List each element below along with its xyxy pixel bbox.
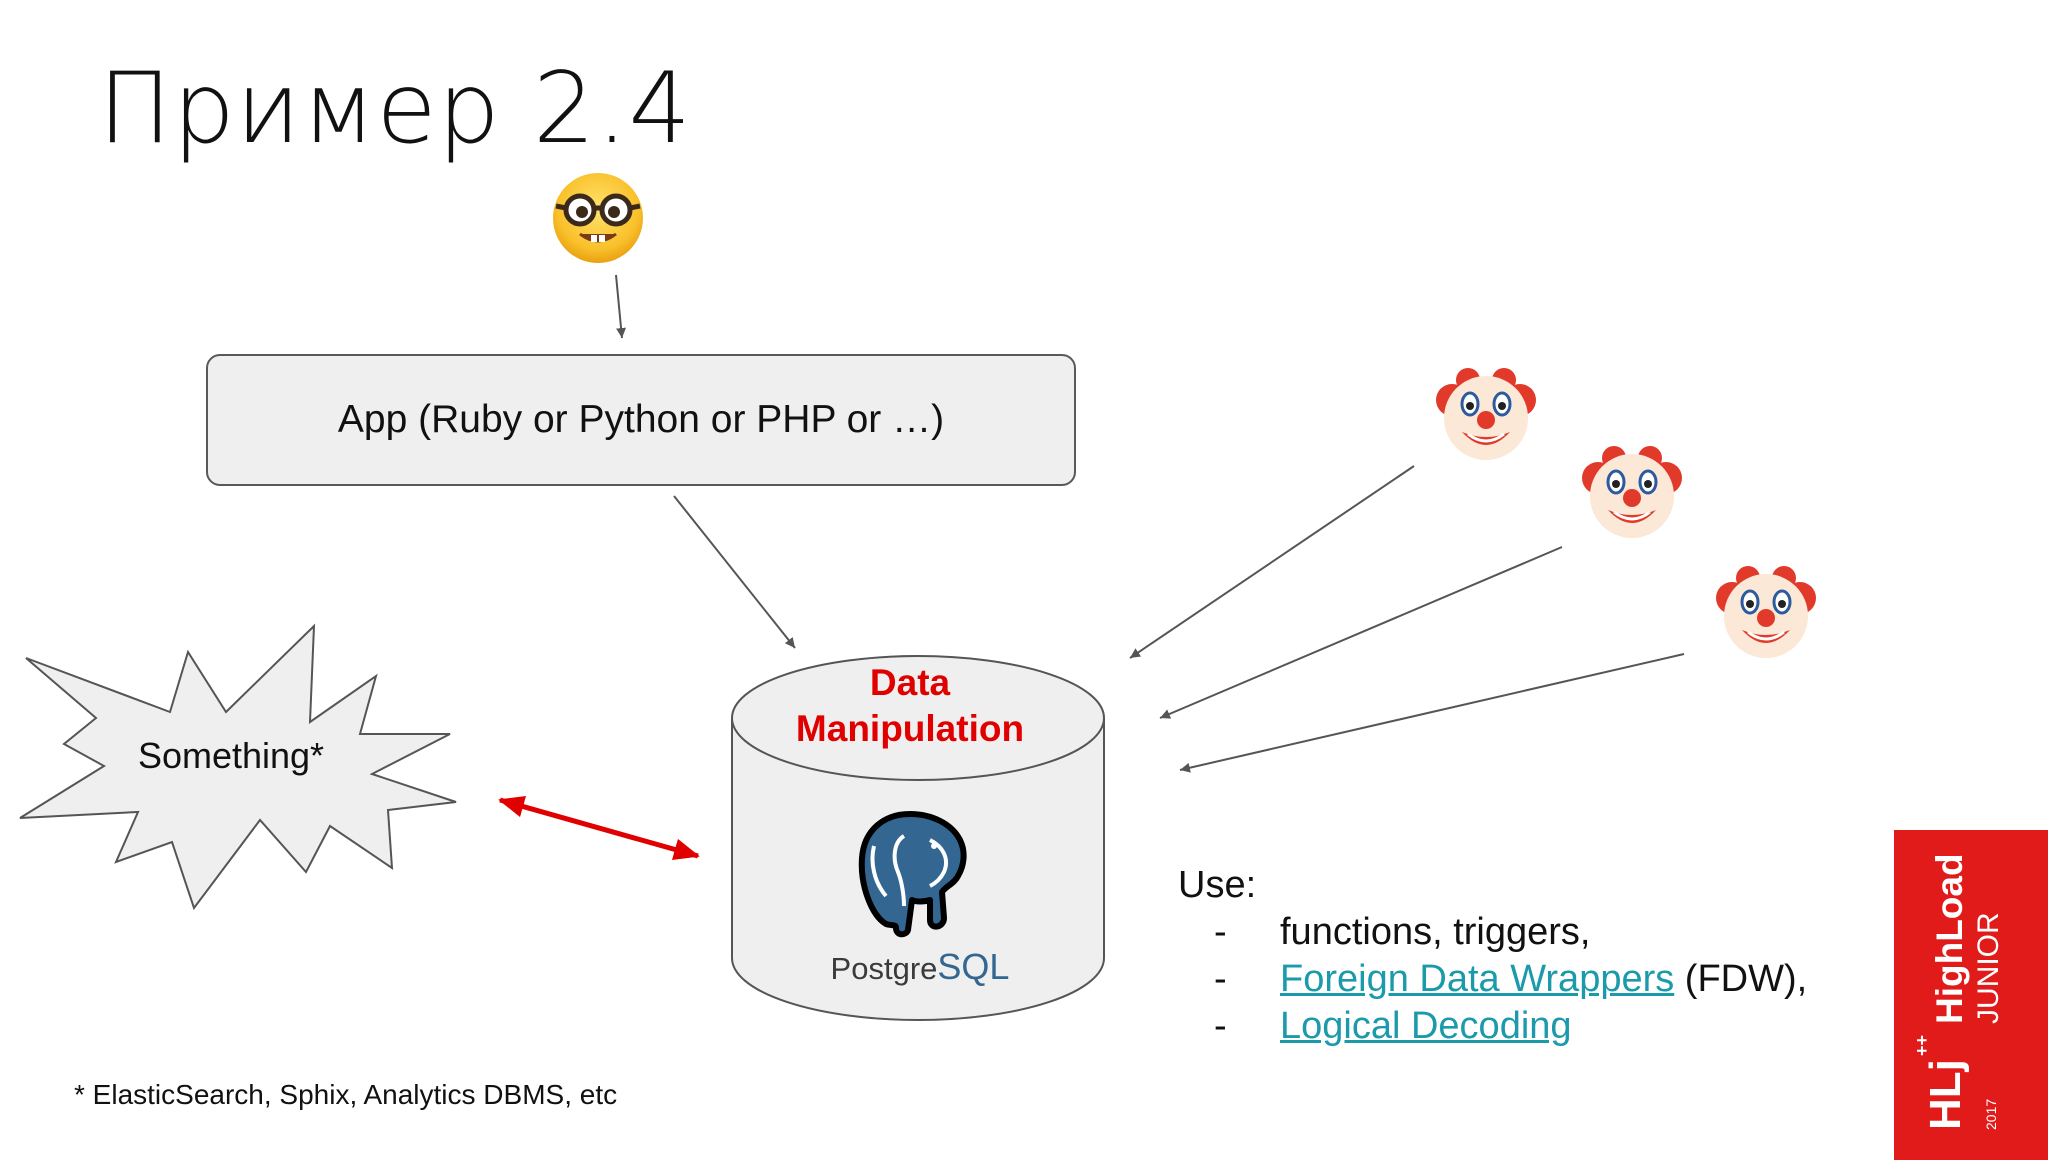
slide-title: Пример 2.4 — [98, 52, 692, 166]
footnote: * ElasticSearch, Sphix, Analytics DBMS, … — [74, 1079, 618, 1110]
user-3 — [1714, 560, 1818, 669]
elephant-icon — [858, 811, 967, 938]
badge-plus: ++ — [1912, 1035, 1932, 1056]
arrow-something-db-bidirectional — [498, 795, 700, 861]
badge-brand: HighLoad — [1929, 853, 1970, 1024]
badge-sub: JUNIOR — [1972, 912, 2005, 1024]
postgres-wordmark: PostgreSQL — [820, 946, 1020, 988]
user-2 — [1580, 440, 1684, 549]
postgres-wordmark-prefix: Postgre — [830, 951, 938, 986]
app-box-label: App (Ruby or Python or PHP or …) — [337, 398, 945, 441]
highload-junior-badge: HLj HighLoad JUNIOR 2017 ++ — [1894, 830, 2048, 1160]
use-item-suffix: (FDW), — [1674, 958, 1808, 1000]
use-list-label: Use: — [1178, 864, 1257, 906]
use-list: Use: - functions, triggers, - Foreign Da… — [1178, 862, 1807, 1050]
arrow-clown2-to-db — [1159, 546, 1563, 719]
clown-face-icon — [1582, 446, 1682, 538]
starburst-shape — [19, 623, 457, 911]
postgres-elephant-logo — [846, 806, 976, 943]
arrow-developer-to-app — [615, 274, 627, 339]
nerd-face-icon — [553, 173, 643, 263]
fdw-link[interactable]: Foreign Data Wrappers — [1280, 958, 1675, 1000]
database-title-line1: Data — [869, 662, 951, 703]
clown-face-icon — [1436, 368, 1536, 460]
app-box: App (Ruby or Python or PHP or …) — [206, 354, 1076, 486]
arrow-clown3-to-db — [1179, 653, 1685, 773]
database-title: Data Manipulation — [752, 660, 1068, 752]
logical-decoding-link[interactable]: Logical Decoding — [1280, 1005, 1572, 1047]
user-1 — [1434, 362, 1538, 471]
arrow-app-to-db — [673, 495, 796, 649]
list-dash: - — [1214, 958, 1227, 1000]
something-label: Something* — [137, 735, 325, 776]
database-title-line2: Manipulation — [795, 708, 1025, 749]
postgres-wordmark-suffix: SQL — [937, 946, 1010, 987]
badge-year: 2017 — [1983, 1099, 1999, 1130]
highload-logo-icon: HLj HighLoad JUNIOR 2017 ++ — [1912, 853, 2005, 1130]
list-dash: - — [1214, 1005, 1227, 1047]
use-list-item: - Logical Decoding — [1178, 1003, 1807, 1050]
use-item-text: functions, triggers, — [1280, 911, 1591, 953]
use-list-item: - Foreign Data Wrappers (FDW), — [1178, 956, 1807, 1003]
arrow-clown1-to-db — [1129, 465, 1415, 659]
clown-face-icon — [1716, 566, 1816, 658]
list-dash: - — [1214, 911, 1227, 953]
badge-mark: HLj — [1921, 1059, 1970, 1130]
use-list-item: - functions, triggers, — [1178, 909, 1807, 956]
something-node — [16, 622, 466, 927]
developer — [550, 170, 646, 271]
